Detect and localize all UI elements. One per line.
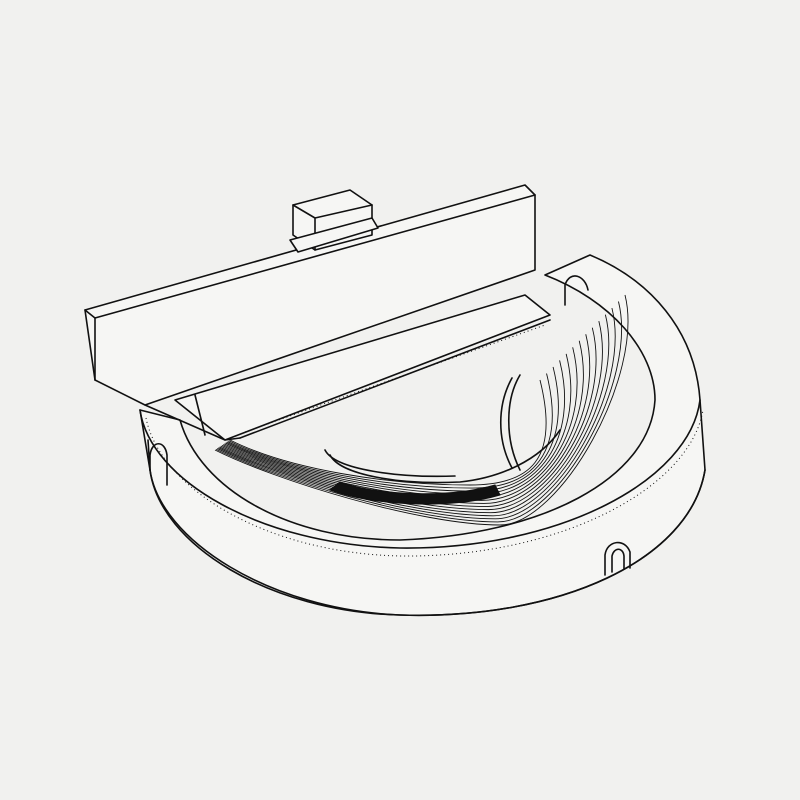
seat-row — [217, 307, 616, 520]
seat-row — [222, 340, 584, 504]
orchestra — [324, 374, 561, 505]
seat-row — [219, 321, 603, 514]
seat-row — [215, 301, 623, 523]
seat-row — [220, 327, 597, 511]
stage-building — [84, 184, 536, 406]
seat-row — [221, 334, 591, 507]
outer-wall — [139, 254, 706, 617]
seat-row — [228, 373, 553, 489]
seat-row — [224, 347, 578, 501]
stage — [144, 294, 551, 441]
seat-row — [229, 379, 547, 486]
seat-row — [218, 314, 610, 517]
seat-row — [214, 294, 629, 526]
